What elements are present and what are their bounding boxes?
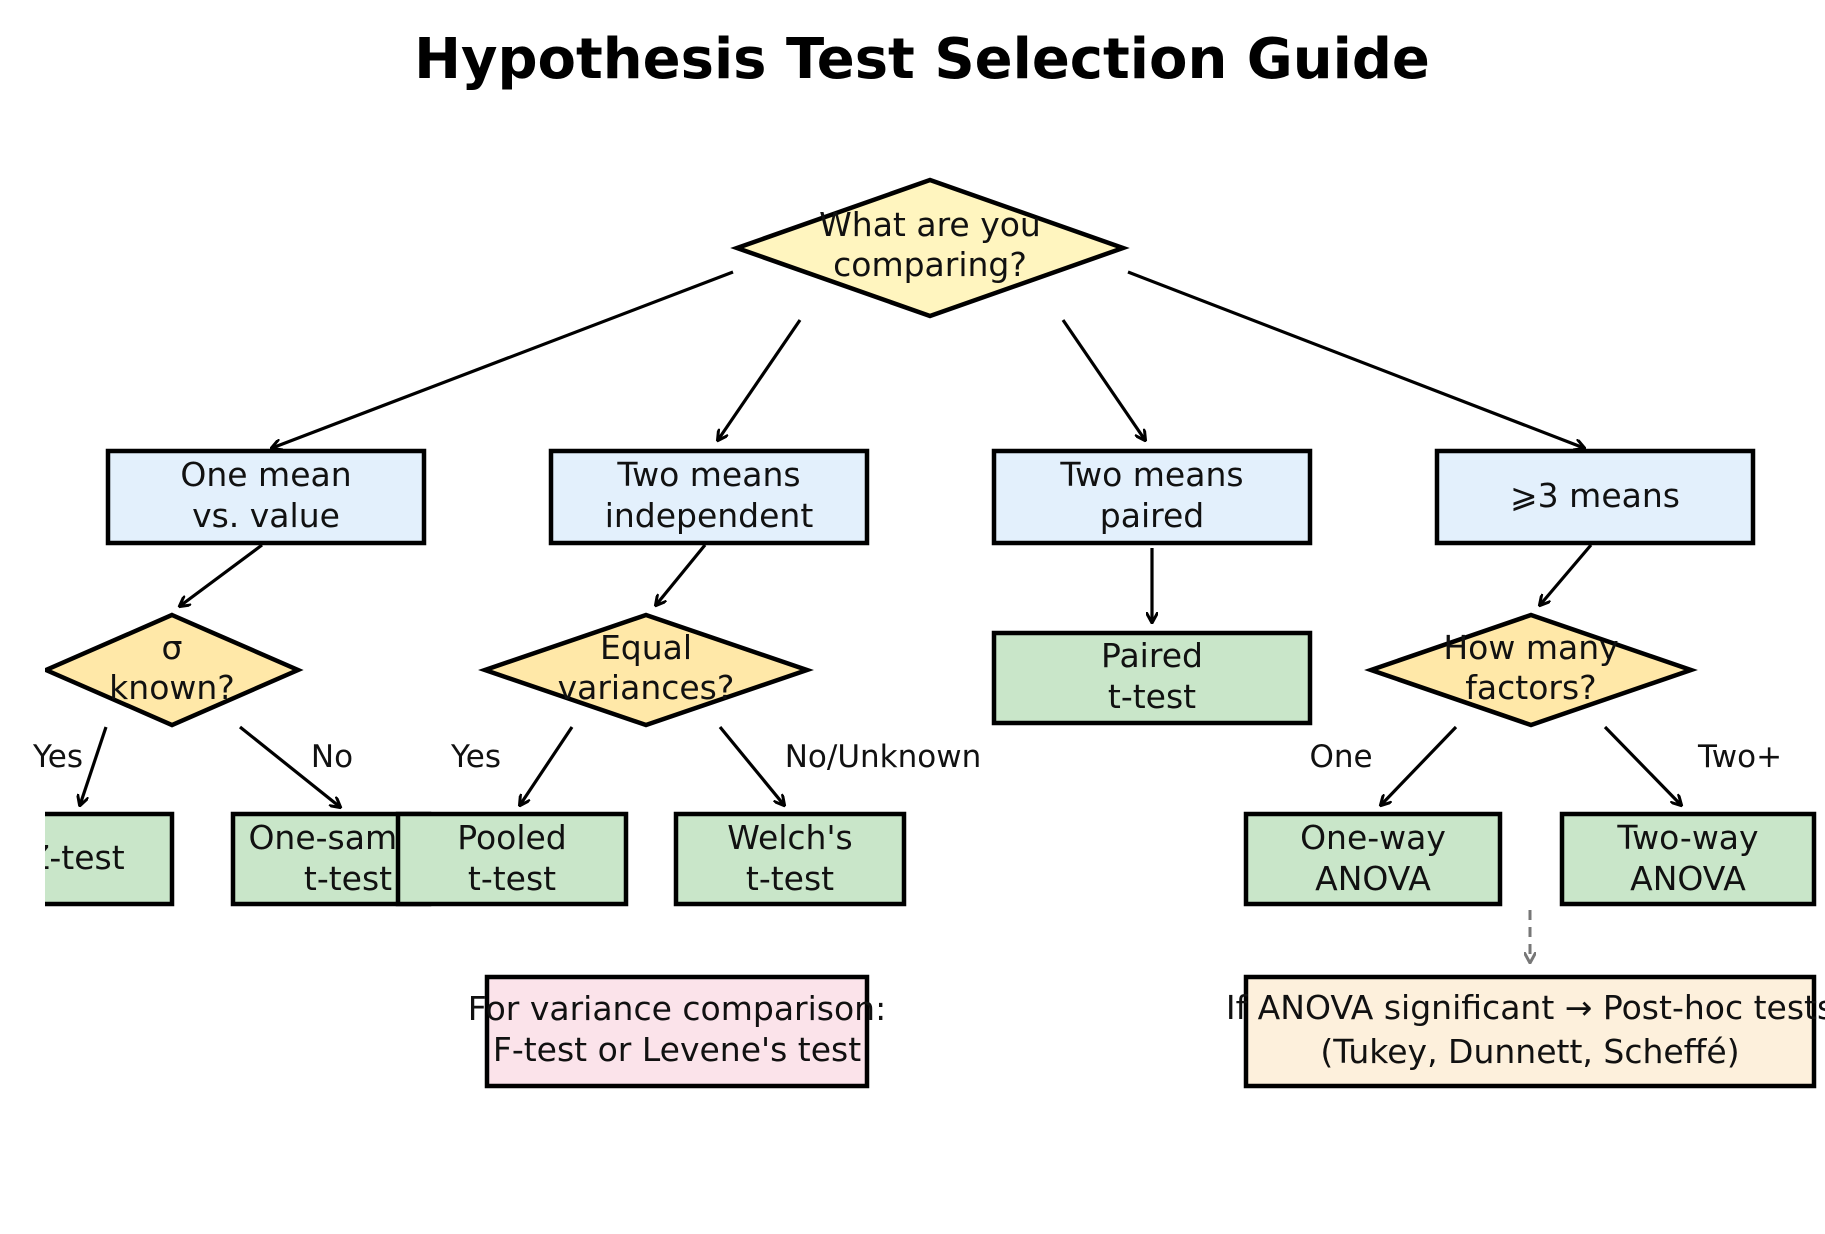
edge-label-factors-one: One [1309, 739, 1372, 775]
arrow-root-two-paired [1061, 319, 1145, 440]
arrow-root-three-means [1127, 270, 1584, 448]
test-welch-line1: Welch's [727, 818, 853, 857]
test-one-sample-line2: t-test [304, 859, 392, 898]
category-three-means: ⩾3 means [1434, 448, 1756, 546]
decision-root-line1: What are you [819, 205, 1041, 244]
arrow-three-means-factors [1540, 543, 1593, 605]
arrow-one-mean-sigma [180, 543, 263, 606]
category-two-independent-line1: Two means [616, 455, 800, 494]
test-z: Z-test [27, 811, 175, 907]
note-variance-line1: For variance comparison: [468, 989, 886, 1028]
test-paired-t-line2: t-test [1108, 677, 1196, 716]
note-variance-line2: F-test or Levene's test [493, 1030, 861, 1069]
decision-root-line2: comparing? [833, 245, 1027, 284]
arrow-factors-one [1381, 725, 1458, 805]
test-pooled-line1: Pooled [457, 818, 567, 857]
decision-root: What are you comparing? [730, 177, 1130, 319]
arrow-var-no [718, 725, 784, 805]
arrows [80, 270, 1681, 962]
note-posthoc-line1: If ANOVA significant → Post-hoc tests [1226, 988, 1825, 1027]
decision-factors-line2: factors? [1465, 668, 1596, 707]
test-pooled: Pooled t-test [395, 811, 629, 907]
category-two-independent-line2: independent [605, 496, 814, 535]
category-three-means-label: ⩾3 means [1510, 476, 1680, 515]
arrow-factors-two [1603, 725, 1681, 805]
arrow-root-one-mean [272, 270, 734, 448]
decision-sigma: σ known? [45, 612, 304, 728]
test-one-way: One-way ANOVA [1243, 811, 1503, 907]
arrow-var-yes [520, 726, 574, 805]
decision-equal-var-line2: variances? [558, 668, 735, 707]
edge-label-var-yes: Yes [450, 739, 501, 775]
decision-factors: How many factors? [1364, 612, 1698, 728]
category-two-paired-line2: paired [1100, 496, 1204, 535]
decision-equal-var: Equal variances? [478, 612, 814, 728]
arrow-sigma-yes [80, 726, 108, 805]
test-one-way-line2: ANOVA [1315, 859, 1431, 898]
category-one-mean-line2: vs. value [192, 496, 340, 535]
test-welch: Welch's t-test [673, 811, 907, 907]
arrow-root-two-independent [718, 319, 802, 440]
test-two-way: Two-way ANOVA [1559, 811, 1817, 907]
edge-label-factors-two: Two+ [1697, 739, 1782, 775]
arrow-independent-equal-var [656, 543, 707, 605]
decision-sigma-line1: σ [162, 628, 183, 667]
test-welch-line2: t-test [746, 859, 834, 898]
edge-label-sigma-no: No [311, 739, 353, 775]
note-variance: For variance comparison: F-test or Leven… [468, 974, 886, 1089]
edge-label-sigma-yes: Yes [32, 739, 83, 775]
test-two-way-line1: Two-way [1616, 818, 1758, 857]
test-paired-t-line1: Paired [1101, 636, 1203, 675]
decision-sigma-line2: known? [109, 668, 235, 707]
arrow-sigma-no [239, 725, 340, 807]
page-title: Hypothesis Test Selection Guide [414, 27, 1430, 92]
category-one-mean-line1: One mean [180, 455, 351, 494]
test-z-label: Z-test [27, 838, 124, 877]
category-two-independent: Two means independent [548, 448, 870, 546]
decision-equal-var-line1: Equal [600, 628, 692, 667]
test-one-way-line1: One-way [1300, 818, 1446, 857]
note-posthoc-line2: (Tukey, Dunnett, Scheffé) [1320, 1032, 1739, 1071]
category-one-mean: One mean vs. value [105, 448, 427, 546]
category-two-paired-line1: Two means [1059, 455, 1243, 494]
test-pooled-line2: t-test [468, 859, 556, 898]
category-two-paired: Two means paired [991, 448, 1313, 546]
decision-factors-line1: How many [1443, 628, 1618, 667]
edge-labels: Yes No Yes No/Unknown One Two+ [32, 739, 1782, 775]
test-two-way-line2: ANOVA [1630, 859, 1746, 898]
test-paired-t: Paired t-test [991, 630, 1313, 726]
note-posthoc: If ANOVA significant → Post-hoc tests (T… [1226, 974, 1825, 1089]
edge-label-var-no: No/Unknown [785, 739, 982, 775]
